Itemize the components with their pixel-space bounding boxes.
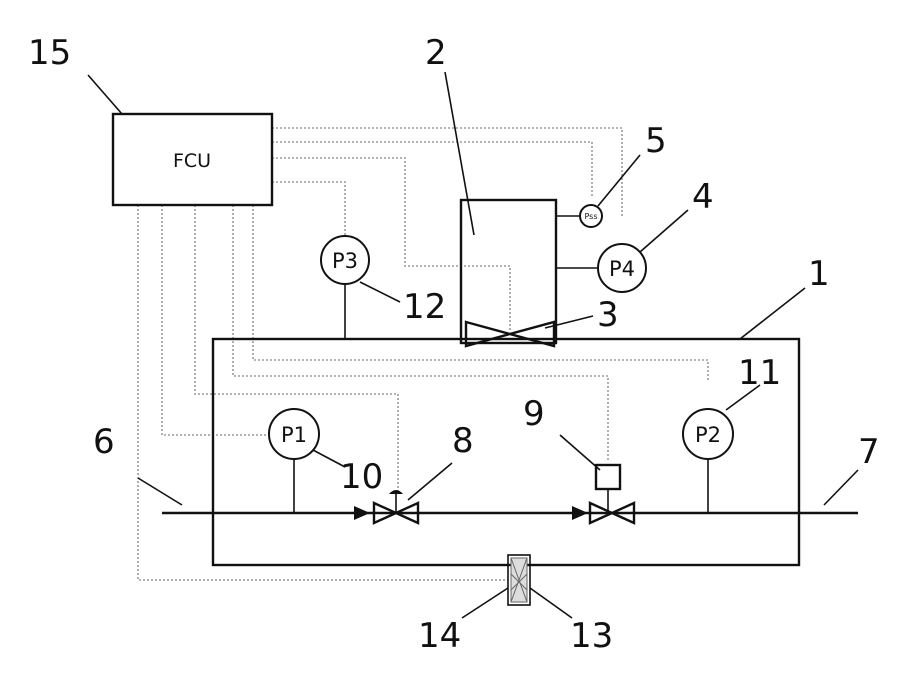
sensor-pss-label: Pss bbox=[584, 212, 597, 221]
wire-to-gauge-p3 bbox=[272, 182, 345, 237]
number-1: 1 bbox=[808, 254, 830, 294]
wire-to-gauge-p2 bbox=[253, 205, 708, 382]
tank bbox=[461, 200, 556, 343]
number-6: 6 bbox=[93, 422, 115, 462]
gauge-p4-label: P4 bbox=[609, 257, 635, 281]
number-11: 11 bbox=[738, 353, 781, 393]
valve-9 bbox=[590, 465, 634, 523]
ecu-unit: FCU bbox=[113, 114, 272, 205]
number-2: 2 bbox=[425, 33, 447, 73]
number-13: 13 bbox=[570, 616, 613, 656]
number-4: 4 bbox=[692, 177, 714, 217]
reference-numbers: 15 2 5 4 1 12 3 11 10 8 9 6 7 14 13 bbox=[28, 33, 880, 656]
number-7: 7 bbox=[858, 432, 880, 472]
ecu-label: FCU bbox=[173, 150, 211, 172]
number-3: 3 bbox=[597, 295, 619, 335]
wire-to-tank-valve bbox=[272, 158, 510, 330]
number-15: 15 bbox=[28, 33, 71, 73]
gauge-p2-label: P2 bbox=[695, 423, 721, 447]
gauge-p3-label: P3 bbox=[332, 249, 358, 273]
number-12: 12 bbox=[403, 287, 446, 327]
flow-arrow-2 bbox=[572, 506, 588, 520]
number-9: 9 bbox=[523, 394, 545, 434]
gauge-p1-label: P1 bbox=[281, 423, 307, 447]
element-13-14 bbox=[508, 555, 530, 605]
number-10: 10 bbox=[340, 457, 383, 497]
number-14: 14 bbox=[418, 616, 461, 656]
flow-arrow-1 bbox=[354, 506, 370, 520]
number-5: 5 bbox=[645, 121, 667, 161]
wire-to-sensor-pss bbox=[272, 142, 592, 196]
number-8: 8 bbox=[452, 421, 474, 461]
